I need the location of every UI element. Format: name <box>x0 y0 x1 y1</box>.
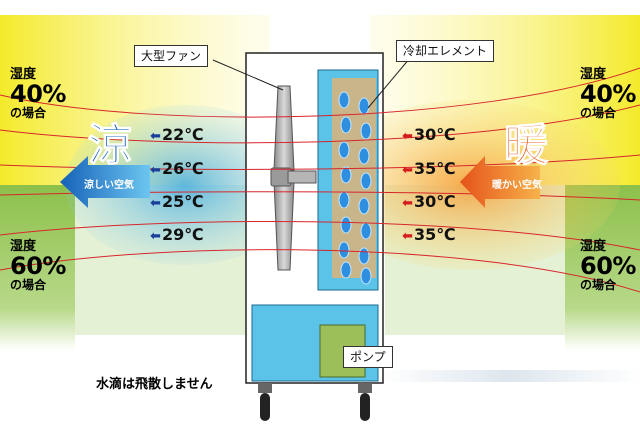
water-drop <box>360 122 372 140</box>
temp-in-value: 30℃ <box>414 192 456 211</box>
airflow-line <box>0 104 640 144</box>
humidity-word: 湿度 <box>10 239 37 254</box>
water-drop <box>340 166 352 184</box>
water-drop <box>340 261 352 279</box>
airflow-line <box>0 67 640 118</box>
temp-out-2: ⬅26℃ <box>150 159 204 178</box>
caster-left <box>258 383 272 421</box>
cool-air-arrow <box>60 156 150 208</box>
water-drop <box>340 116 352 134</box>
temp-in-4: ⬅35℃ <box>402 225 456 244</box>
fan-icon <box>270 85 317 271</box>
temp-out-4: ⬅29℃ <box>150 225 204 244</box>
humidity-label-bottom-right: 湿度 60% の場合 <box>580 240 636 291</box>
humidity-suffix: の場合 <box>580 278 617 292</box>
humidity-label-top-left: 湿度 40% の場合 <box>10 68 66 119</box>
water-drop <box>338 241 350 259</box>
temp-out-3: ⬅25℃ <box>150 192 204 211</box>
humidity-word: 湿度 <box>580 67 607 82</box>
airflow-line <box>0 249 640 293</box>
humidity-suffix: の場合 <box>10 278 47 292</box>
water-drop <box>358 247 370 265</box>
humidity-percent: 60% <box>10 252 66 280</box>
element-leader <box>367 57 411 109</box>
humidity-suffix: の場合 <box>10 106 47 120</box>
water-drop <box>340 216 352 234</box>
temp-in-2: ⬅35℃ <box>402 159 456 178</box>
no-splash-note: 水滴は飛散しません <box>96 377 213 392</box>
temp-in-1: ⬅30℃ <box>402 125 456 144</box>
cool-air-label: 涼しい空気 <box>84 180 134 191</box>
water-drop <box>358 197 370 215</box>
temp-in-value: 35℃ <box>414 225 456 244</box>
humidity-percent: 40% <box>10 80 66 108</box>
temp-in-value: 35℃ <box>414 159 456 178</box>
humidity-percent: 40% <box>580 80 636 108</box>
humidity-percent: 60% <box>580 252 636 280</box>
temp-in-3: ⬅30℃ <box>402 192 456 211</box>
water-drop <box>338 191 350 209</box>
temp-out-value: 29℃ <box>162 225 204 244</box>
cooling-element-callout: 冷却エレメント <box>396 40 495 63</box>
humidity-word: 湿度 <box>10 67 37 82</box>
humidity-label-top-right: 湿度 40% の場合 <box>580 68 636 119</box>
temp-out-value: 22℃ <box>162 125 204 144</box>
temp-out-value: 26℃ <box>162 159 204 178</box>
temp-out-value: 25℃ <box>162 192 204 211</box>
warm-air-arrow <box>460 156 540 208</box>
water-drop <box>338 91 350 109</box>
caster-right <box>358 383 372 421</box>
airflow-line <box>0 220 640 251</box>
warm-kanji: 暖 <box>504 120 549 171</box>
fan-callout: 大型ファン <box>134 45 209 68</box>
water-drop <box>358 97 370 115</box>
humidity-label-bottom-left: 湿度 60% の場合 <box>10 240 66 291</box>
pump-callout: ポンプ <box>343 346 393 369</box>
humidity-word: 湿度 <box>580 239 607 254</box>
fan-leader <box>212 59 284 91</box>
water-drop <box>360 172 372 190</box>
humidity-suffix: の場合 <box>580 106 617 120</box>
temp-out-1: ⬅22℃ <box>150 125 204 144</box>
water-drop <box>360 267 372 285</box>
water-drops <box>338 91 372 285</box>
cool-kanji: 涼 <box>88 120 133 171</box>
water-drop <box>358 147 370 165</box>
water-drop <box>338 141 350 159</box>
warm-air-label: 暖かい空気 <box>492 180 542 191</box>
temp-in-value: 30℃ <box>414 125 456 144</box>
water-drop <box>360 222 372 240</box>
floor-streak <box>380 370 640 382</box>
